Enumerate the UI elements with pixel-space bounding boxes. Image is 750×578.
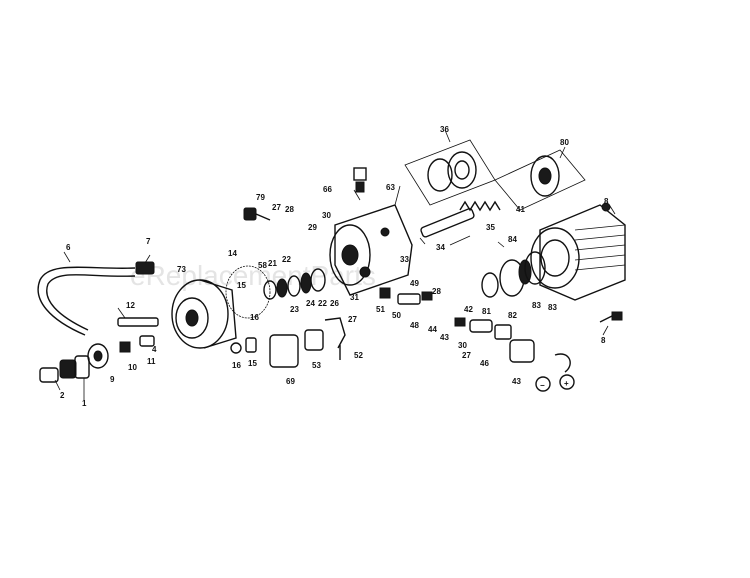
label-50: 50 — [392, 311, 401, 320]
bearing-set-36 — [404, 139, 496, 206]
seal-stack — [263, 268, 326, 300]
label-34: 34 — [436, 243, 445, 252]
label-66: 66 — [323, 185, 332, 194]
label-8-top: 8 — [604, 197, 609, 206]
label-26: 26 — [330, 299, 339, 308]
label-29: 29 — [308, 223, 317, 232]
label-6: 6 — [66, 243, 71, 252]
label-23: 23 — [290, 305, 299, 314]
label-21: 21 — [268, 259, 277, 268]
polarity-symbols — [535, 353, 575, 392]
label-1: 1 — [82, 399, 87, 408]
plus-sign: + — [564, 379, 569, 388]
label-41: 41 — [516, 205, 525, 214]
label-9: 9 — [110, 375, 115, 384]
label-16b: 16 — [232, 361, 241, 370]
label-44: 44 — [428, 325, 437, 334]
minus-sign: − — [540, 381, 545, 390]
label-7: 7 — [146, 237, 151, 246]
washer-80 — [494, 149, 586, 211]
label-22b: 22 — [318, 299, 327, 308]
spring-35 — [459, 200, 501, 212]
label-53: 53 — [312, 361, 321, 370]
inlet-fittings — [39, 343, 109, 383]
label-58: 58 — [258, 261, 267, 270]
lower-parts — [230, 317, 346, 368]
label-27b: 27 — [348, 315, 357, 324]
rod-34 — [420, 208, 475, 238]
label-2: 2 — [60, 391, 65, 400]
valve-chain-right — [454, 317, 535, 363]
label-16a: 16 — [250, 313, 259, 322]
label-43a: 43 — [440, 333, 449, 342]
label-35: 35 — [486, 223, 495, 232]
leader-lines — [54, 129, 616, 400]
label-80: 80 — [560, 138, 569, 147]
label-27c: 27 — [462, 351, 471, 360]
label-36: 36 — [440, 125, 449, 134]
label-52: 52 — [354, 351, 363, 360]
fitting-7 — [135, 254, 155, 275]
label-10: 10 — [128, 363, 137, 372]
label-73: 73 — [177, 265, 186, 274]
hose — [37, 266, 136, 336]
label-30b: 30 — [458, 341, 467, 350]
label-14: 14 — [228, 249, 237, 258]
label-43b: 43 — [512, 377, 521, 386]
valve-chain — [379, 287, 433, 305]
label-63: 63 — [386, 183, 395, 192]
label-22a: 22 — [282, 255, 291, 264]
label-48: 48 — [410, 321, 419, 330]
watermark: eReplacementParts — [130, 260, 376, 291]
label-82: 82 — [508, 311, 517, 320]
motor-8 — [530, 202, 626, 301]
label-33: 33 — [400, 255, 409, 264]
small-parts-10-11 — [117, 317, 159, 353]
label-12: 12 — [126, 301, 135, 310]
label-4: 4 — [152, 345, 157, 354]
label-81: 81 — [482, 307, 491, 316]
screw-8 — [599, 311, 623, 323]
o-ring-14 — [225, 265, 271, 319]
label-24: 24 — [306, 299, 315, 308]
label-46: 46 — [480, 359, 489, 368]
valve-66 — [353, 167, 367, 193]
rotor-stack — [481, 251, 546, 298]
label-30a: 30 — [322, 211, 331, 220]
label-31: 31 — [350, 293, 359, 302]
label-11: 11 — [147, 357, 156, 366]
label-51: 51 — [376, 305, 385, 314]
label-27a: 27 — [272, 203, 281, 212]
pump-head-73 — [171, 279, 237, 349]
label-15b: 15 — [248, 359, 257, 368]
label-83a: 83 — [532, 301, 541, 310]
label-42: 42 — [464, 305, 473, 314]
label-28b: 28 — [432, 287, 441, 296]
label-28a: 28 — [285, 205, 294, 214]
label-84: 84 — [508, 235, 517, 244]
label-15a: 15 — [237, 281, 246, 290]
label-69: 69 — [286, 377, 295, 386]
label-83b: 83 — [548, 303, 557, 312]
label-79: 79 — [256, 193, 265, 202]
label-49: 49 — [410, 279, 419, 288]
screw-79 — [243, 207, 271, 221]
label-8-bottom: 8 — [601, 336, 606, 345]
